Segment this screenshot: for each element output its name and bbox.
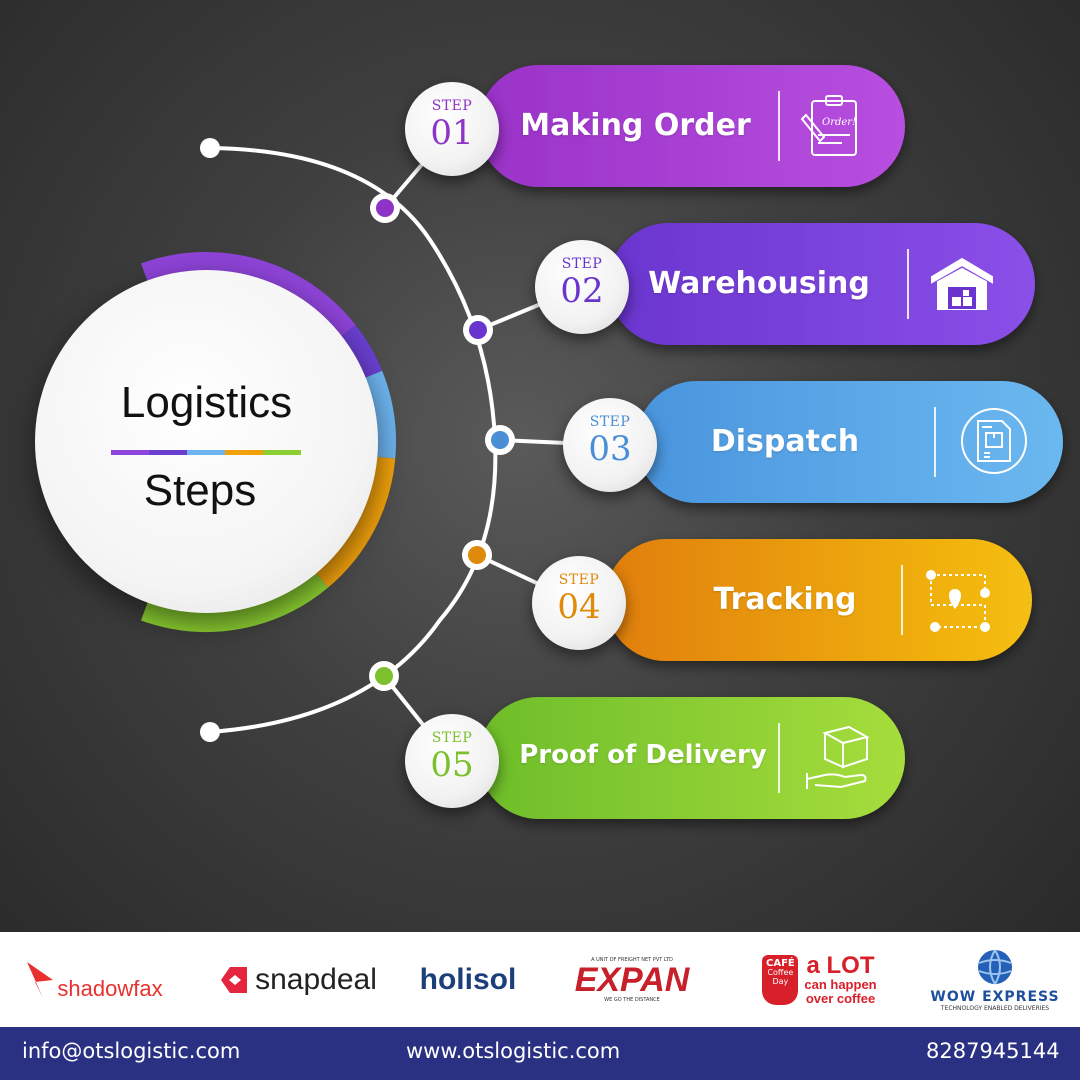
partner-cafe-coffee-day: CAFÉ Coffee Day a LOT can happen over co… <box>752 932 887 1027</box>
step-01-node-dot <box>376 199 394 217</box>
step-01-label: Making Order <box>520 108 751 143</box>
partner-logos-strip: shadowfax snapdeal holisol A UNIT OF FRE… <box>0 932 1080 1027</box>
step-03-node-dot <box>491 431 509 449</box>
step-04-pill <box>605 539 1032 661</box>
step-03-label: Dispatch <box>710 424 860 459</box>
ccd-logo-icon: CAFÉ Coffee Day <box>762 954 799 1005</box>
step-word: STEP <box>431 98 473 114</box>
step-number: 05 <box>430 745 474 785</box>
expan-tagline-bottom: WE GO THE DISTANCE <box>604 996 660 1003</box>
step-word: STEP <box>561 256 603 272</box>
step-05-pill <box>478 697 905 819</box>
step-05-label: Proof of Delivery <box>519 740 767 770</box>
globe-icon <box>978 949 1012 985</box>
footer-phone[interactable]: 8287945144 <box>926 1039 1060 1063</box>
arc-end-dot <box>200 722 220 742</box>
hub-divider-segment <box>263 450 301 455</box>
step-01-pill <box>478 65 905 187</box>
partner-expan: A UNIT OF FREIGHT NET PVT LTD EXPAN WE G… <box>562 932 702 1027</box>
ccd-slogan-1: a LOT <box>806 951 875 979</box>
ccd-slogan-3: over coffee <box>805 990 876 1006</box>
footer-email[interactable]: info@otslogistic.com <box>22 1039 241 1063</box>
steps-diagram: Order! <box>141 65 1063 819</box>
step-number: 02 <box>560 271 604 311</box>
tracking-route-icon <box>926 570 990 632</box>
step-05-node-dot <box>375 667 393 685</box>
hub-divider-segment <box>149 450 187 455</box>
order-icon-text: Order! <box>822 117 856 128</box>
step-word: STEP <box>589 414 631 430</box>
hub-circle: Logistics Steps <box>35 270 378 613</box>
wow-express-tagline: TECHNOLOGY ENABLED DELIVERIES <box>940 1005 1050 1012</box>
snapdeal-wordmark: snapdeal <box>255 962 377 996</box>
footer-website[interactable]: www.otslogistic.com <box>406 1039 621 1063</box>
hub-divider-segment <box>225 450 263 455</box>
hub-ring-segment <box>339 325 383 379</box>
partner-snapdeal: snapdeal <box>212 932 382 1027</box>
shadowfax-wordmark: shadowfax <box>57 975 163 1001</box>
step-word: STEP <box>558 572 600 588</box>
step-number: 04 <box>557 587 601 627</box>
expan-tagline-top: A UNIT OF FREIGHT NET PVT LTD <box>591 956 673 963</box>
ccd-name-bottom: Day <box>772 976 789 986</box>
delivery-hand-box-icon <box>806 725 870 789</box>
hub-ring-segment <box>141 572 329 632</box>
dispatch-document-icon <box>961 408 1027 474</box>
step-02-label: Warehousing <box>648 266 870 301</box>
hub-ring-segment <box>363 370 396 459</box>
step-number: 03 <box>588 429 632 469</box>
contact-footer: info@otslogistic.com www.otslogistic.com… <box>0 1027 1080 1080</box>
arc-start-dot <box>200 138 220 158</box>
step-number: 01 <box>430 113 474 153</box>
holisol-wordmark: holisol <box>419 962 517 996</box>
step-04-node-dot <box>468 546 486 564</box>
step-04-label: Tracking <box>713 582 857 617</box>
hub-divider-segment <box>187 450 225 455</box>
hub-subtitle: Steps <box>143 466 257 515</box>
hub-ring-segment <box>141 252 356 338</box>
ccd-name-top: CAFÉ <box>766 957 795 969</box>
partner-holisol: holisol <box>408 932 528 1027</box>
hub-divider <box>111 450 301 455</box>
partner-shadowfax: shadowfax <box>14 932 174 1027</box>
partner-wow-express: WOW EXPRESS TECHNOLOGY ENABLED DELIVERIE… <box>920 932 1070 1027</box>
hub-ring-segment <box>315 456 396 588</box>
hub-title: Logistics <box>120 378 293 427</box>
hub-divider-segment <box>111 450 149 455</box>
order-clipboard-icon: Order! <box>800 95 857 156</box>
ccd-slogan: a LOT can happen over coffee <box>804 951 877 1006</box>
ccd-slogan-2: can happen <box>804 976 877 992</box>
wow-express-wordmark: WOW EXPRESS <box>930 989 1060 1005</box>
warehouse-icon <box>931 257 993 310</box>
shadowfax-logo-icon <box>27 961 54 998</box>
ccd-name-mid: Coffee <box>767 967 794 977</box>
step-word: STEP <box>431 730 473 746</box>
snapdeal-logo-icon <box>221 966 248 993</box>
step-02-pill <box>608 223 1035 345</box>
step-02-node-dot <box>469 321 487 339</box>
expan-wordmark: EXPAN <box>574 960 690 999</box>
step-03-pill <box>636 381 1063 503</box>
